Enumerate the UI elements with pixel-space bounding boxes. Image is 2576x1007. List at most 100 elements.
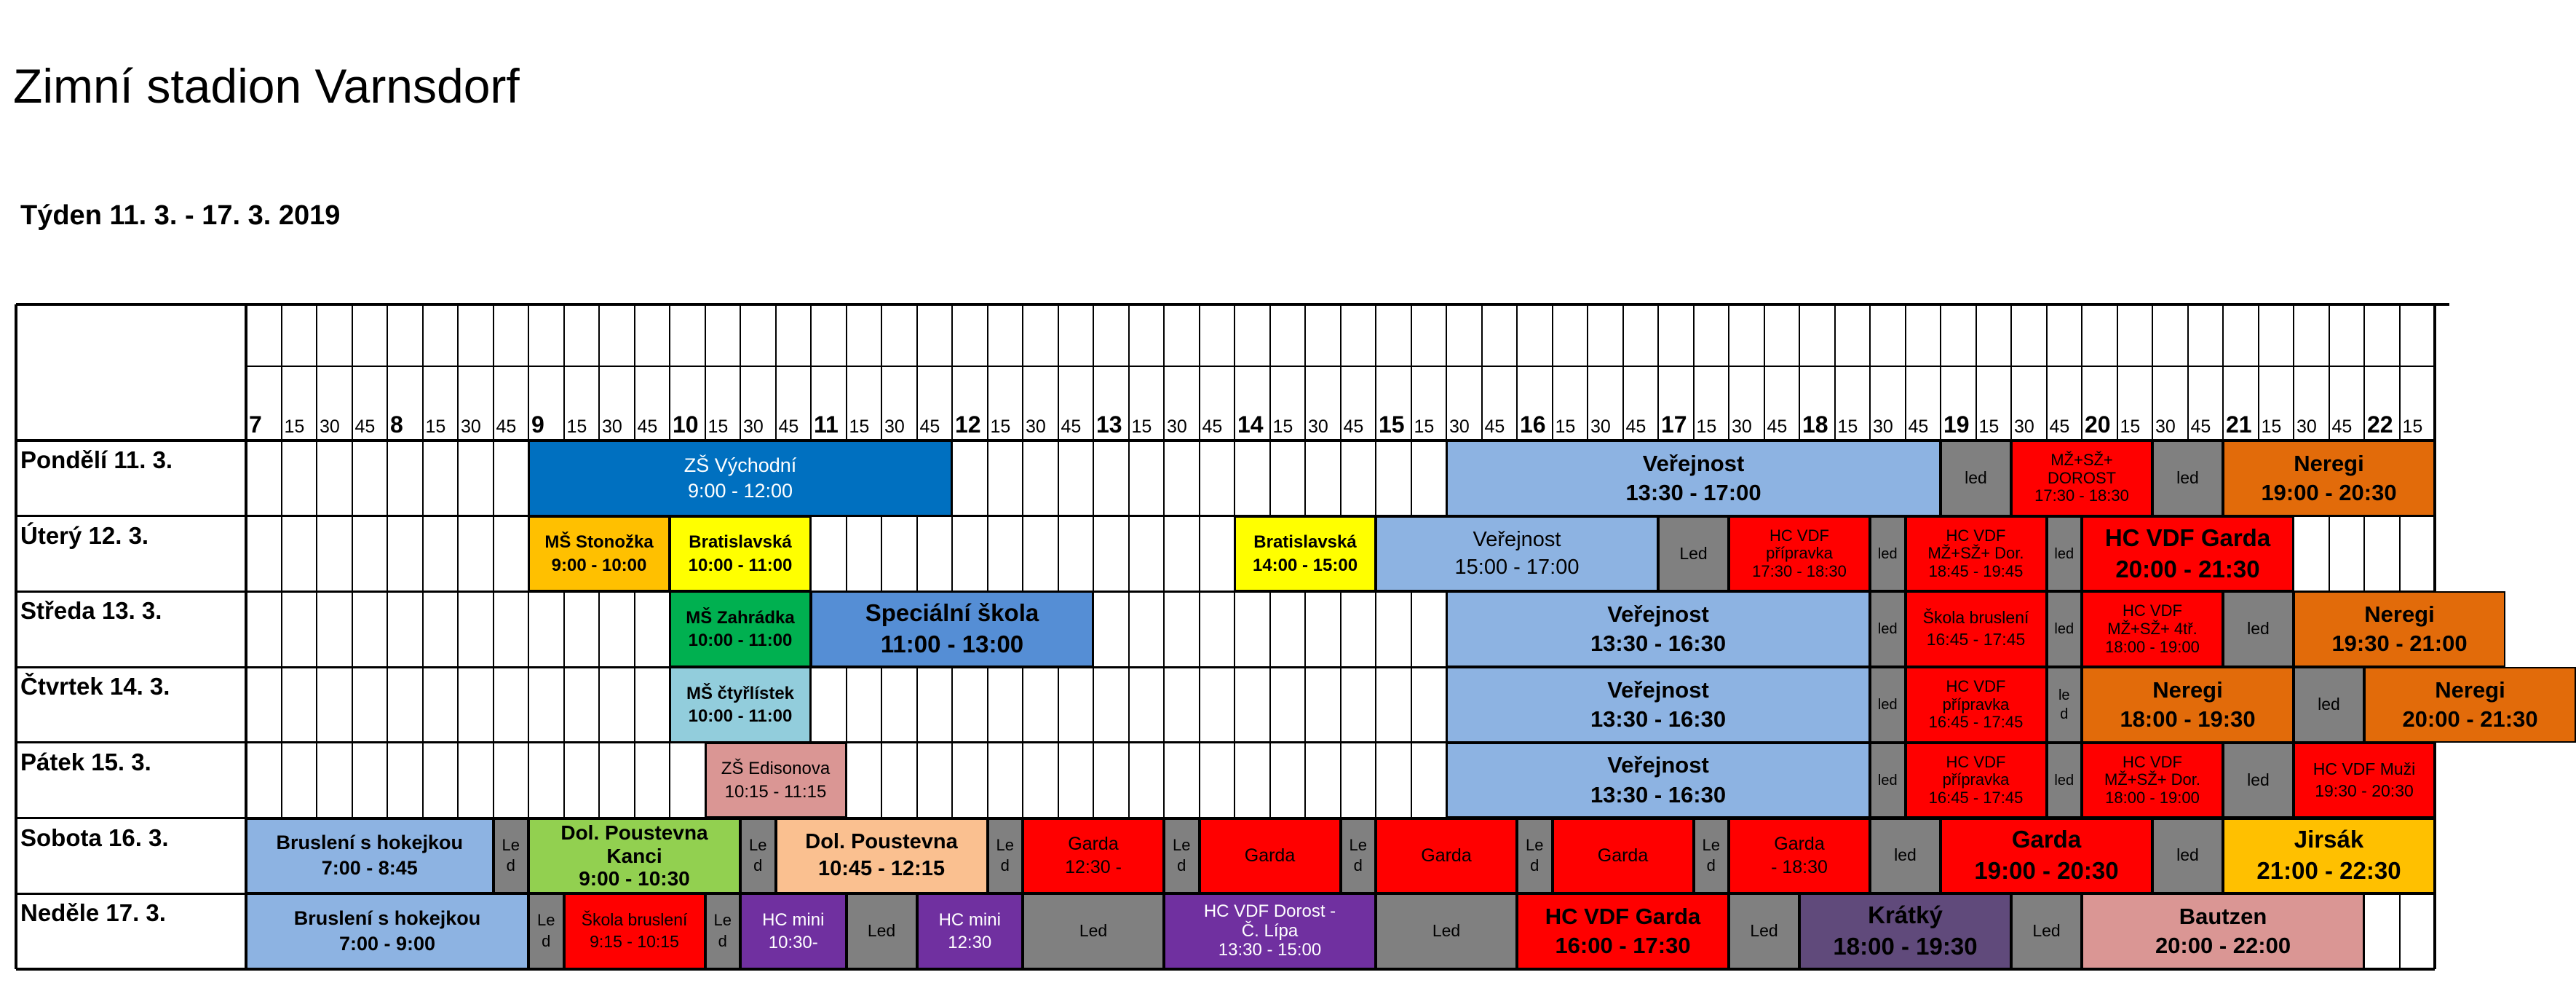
booking-text: 10:30- <box>768 933 818 953</box>
booking-block[interactable]: led <box>1870 667 1906 743</box>
booking-text: 9:00 - 12:00 <box>687 479 793 502</box>
booking-block[interactable]: led <box>1870 591 1906 668</box>
booking-text: d <box>506 856 515 875</box>
hour-label: 18 <box>1802 411 1828 438</box>
booking-block[interactable]: led <box>1870 516 1906 592</box>
grid-line <box>1198 304 1200 969</box>
minute-label: 15 <box>1272 416 1293 437</box>
booking-block[interactable]: led <box>2223 742 2294 818</box>
booking-block[interactable]: Led <box>1023 893 1164 969</box>
booking-block[interactable]: Garda- 18:30 <box>1729 818 1870 894</box>
booking-block[interactable]: led <box>1870 818 1941 894</box>
booking-block[interactable]: led <box>2294 667 2364 743</box>
booking-block[interactable]: Led <box>2011 893 2082 969</box>
minute-label: 15 <box>1555 416 1576 437</box>
minute-label: 15 <box>1696 416 1717 437</box>
booking-block[interactable]: Led <box>1376 893 1517 969</box>
booking-block[interactable]: led <box>2223 591 2294 668</box>
booking-block[interactable]: ZŠ Východní 9:00 - 12:00 <box>528 441 952 516</box>
booking-text: d <box>1530 856 1539 875</box>
booking-text: Le <box>1173 835 1191 854</box>
booking-block[interactable]: led <box>2152 441 2223 516</box>
booking-block[interactable]: Garda <box>1376 818 1517 894</box>
booking-block[interactable]: led <box>1870 742 1906 818</box>
grid-line <box>1410 304 1412 969</box>
booking-text: ZŠ Východní <box>683 454 797 476</box>
booking-text: Le <box>1526 835 1544 854</box>
booking-block[interactable]: led <box>2046 742 2082 818</box>
booking-block[interactable]: led <box>2152 818 2223 894</box>
minute-label: 45 <box>2190 416 2211 437</box>
booking-block[interactable]: led <box>1941 441 2011 516</box>
booking-block[interactable]: led <box>2046 516 2082 592</box>
booking-block[interactable]: Garda <box>1199 818 1341 894</box>
minute-label: 30 <box>2155 416 2176 437</box>
booking-text: led <box>2054 621 2074 638</box>
day-label: Sobota 16. 3. <box>20 824 169 851</box>
booking-text: led <box>2054 772 2074 789</box>
booking-block[interactable]: led <box>2046 591 2082 668</box>
booking-text: 19:30 - 20:30 <box>2315 781 2414 800</box>
minute-label: 15 <box>566 416 587 437</box>
minute-label: 45 <box>2331 416 2353 437</box>
grid-line <box>421 304 424 969</box>
hour-label: 14 <box>1237 411 1264 438</box>
booking-text: led <box>1894 845 1917 865</box>
booking-text: HC VDF <box>1946 677 2006 695</box>
booking-block[interactable]: Led <box>1658 516 1729 592</box>
booking-block[interactable]: Led <box>846 893 917 969</box>
booking-block[interactable]: Led <box>1729 893 1799 969</box>
booking-block[interactable]: Le d <box>1517 818 1553 894</box>
booking-block[interactable]: Garda <box>1552 818 1694 894</box>
